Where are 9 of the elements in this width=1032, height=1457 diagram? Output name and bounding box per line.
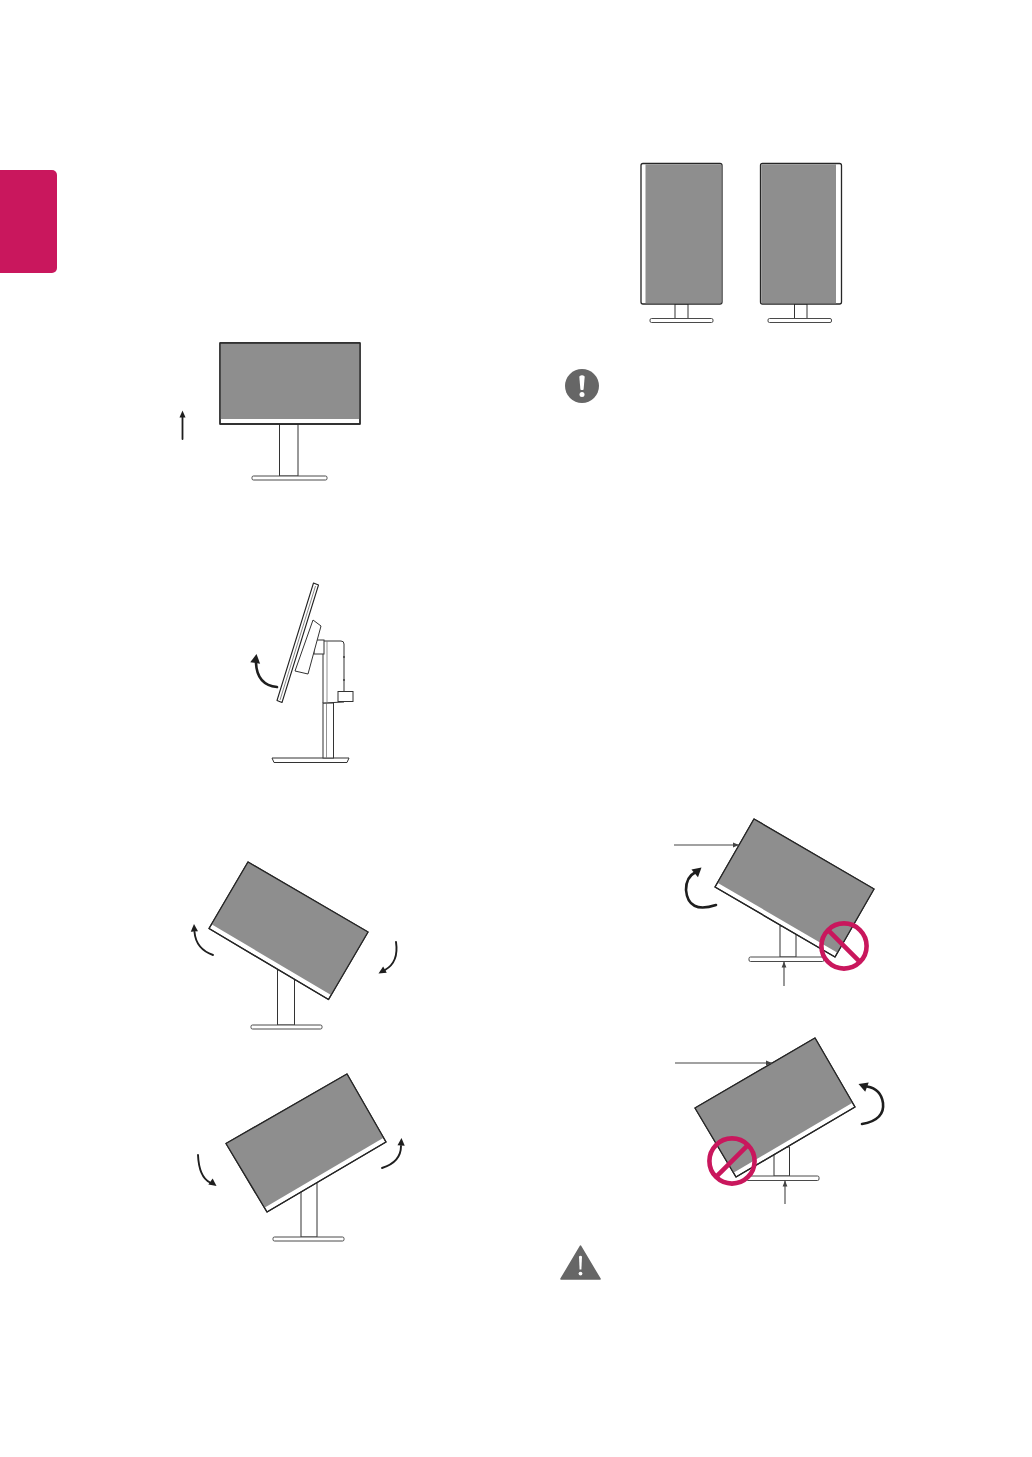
side-tab	[0, 170, 57, 273]
stand-base	[748, 956, 825, 962]
leader-line	[782, 1179, 788, 1205]
stand-base	[745, 1175, 820, 1181]
leader-line	[674, 1060, 773, 1066]
monitor-screen	[714, 818, 875, 958]
monitor-screen	[694, 1037, 856, 1178]
leader-line	[781, 960, 787, 987]
leader-line	[673, 842, 740, 848]
